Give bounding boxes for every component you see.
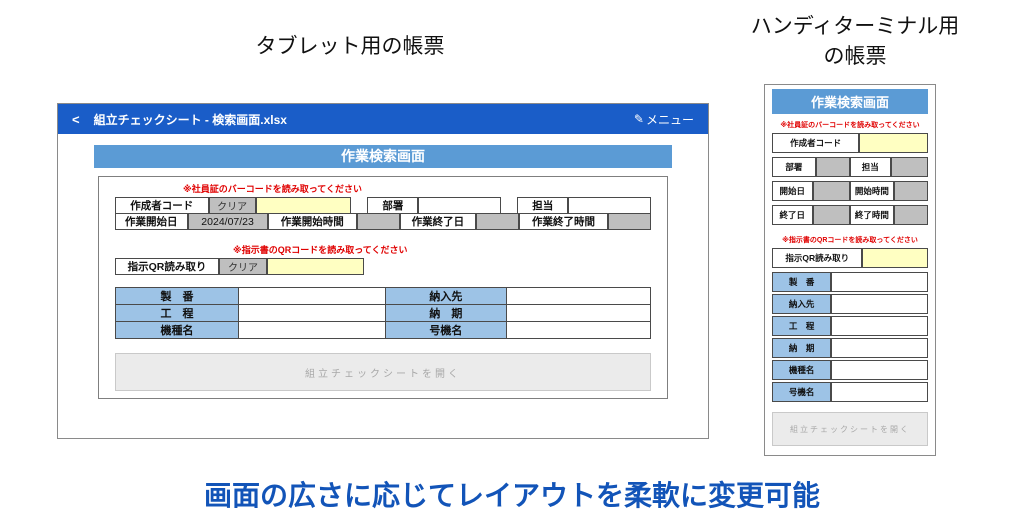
qr-input[interactable]: [862, 248, 928, 268]
model-name-label: 機種名: [114, 321, 240, 339]
creator-clear-button[interactable]: クリア: [208, 197, 256, 214]
tablet-form-window: < 組立チェックシート - 検索画面.xlsx ✎ メニュー 作業検索画面 ※社…: [57, 103, 709, 439]
start-date-field[interactable]: 2024/07/23: [187, 213, 268, 230]
end-time-field[interactable]: [608, 213, 651, 230]
end-date-label: 終了日: [772, 205, 813, 225]
start-time-field[interactable]: [356, 213, 400, 230]
handy-screen-title: 作業検索画面: [772, 89, 928, 114]
open-checksheet-button[interactable]: 組立チェックシートを開く: [115, 353, 651, 391]
department-value: [418, 197, 502, 214]
serial-no-label: 製 番: [772, 272, 832, 292]
edit-icon: ✎: [633, 112, 644, 126]
unit-no-value: [831, 382, 928, 402]
barcode-note: ※社員証のバーコードを読み取ってください: [183, 184, 363, 194]
handy-form-window: 作業検索画面 ※社員証のバーコードを読み取ってください 作成者コード 部署 担当…: [764, 84, 936, 456]
delivery-dest-value: [831, 294, 928, 314]
start-time-field[interactable]: [893, 181, 928, 201]
dates-row: 作業開始日 2024/07/23 作業開始時間 作業終了日 作業終了時間: [115, 213, 651, 230]
process-value: [238, 304, 387, 322]
start-time-label: 開始時間: [849, 181, 894, 201]
end-date-field[interactable]: [476, 213, 519, 230]
unit-no-label: 号機名: [772, 382, 832, 402]
start-date-label: 開始日: [772, 181, 813, 201]
back-chevron-icon[interactable]: <: [72, 111, 80, 127]
qr-read-label: 指示QR読み取り: [772, 248, 863, 268]
due-date-value: [831, 338, 928, 358]
person-label: 担当: [849, 157, 891, 177]
process-value: [831, 316, 928, 336]
creator-row: 作成者コード クリア 部署 担当: [115, 197, 652, 214]
due-date-value: [505, 304, 652, 322]
delivery-dest-value: [505, 287, 652, 305]
creator-code-label: 作成者コード: [115, 197, 209, 214]
delivery-dest-label: 納入先: [385, 287, 507, 305]
delivery-dest-label: 納入先: [772, 294, 832, 314]
detail-table: 製 番 納入先 工 程 納 期 機種名 号機名: [114, 287, 652, 339]
tablet-caption: タブレット用の帳票: [255, 35, 445, 58]
model-name-label: 機種名: [772, 360, 832, 380]
table-row: 製 番 納入先: [114, 287, 652, 305]
handy-qr-note: ※指示書のQRコードを読み取ってください: [782, 237, 918, 244]
start-date-label: 作業開始日: [115, 213, 188, 230]
end-date-field[interactable]: [812, 205, 850, 225]
window-title: 組立チェックシート - 検索画面.xlsx: [93, 112, 287, 127]
menu-button[interactable]: ✎ メニュー: [634, 111, 694, 128]
department-field[interactable]: [815, 157, 850, 177]
end-date-label: 作業終了日: [399, 213, 476, 230]
start-time-label: 作業開始時間: [267, 213, 357, 230]
qr-note: ※指示書のQRコードを読み取ってください: [233, 245, 408, 255]
handy-detail-row: 納 期: [772, 338, 928, 358]
end-time-label: 作業終了時間: [518, 213, 609, 230]
handy-detail-row: 製 番: [772, 272, 928, 292]
table-row: 工 程 納 期: [114, 304, 652, 322]
person-label: 担当: [517, 197, 569, 214]
handy-detail-row: 機種名: [772, 360, 928, 380]
handy-caption: ハンディターミナル用 の帳票: [715, 12, 995, 72]
search-form: ※社員証のバーコードを読み取ってください 作成者コード クリア 部署 担当 作業…: [98, 176, 668, 399]
person-field[interactable]: [890, 157, 928, 177]
qr-input[interactable]: [267, 258, 364, 275]
process-label: 工 程: [114, 304, 240, 322]
start-date-field[interactable]: [812, 181, 850, 201]
handy-end-row: 終了日 終了時間: [772, 205, 928, 225]
due-date-label: 納 期: [385, 304, 507, 322]
department-label: 部署: [772, 157, 816, 177]
end-time-field[interactable]: [893, 205, 928, 225]
creator-code-input[interactable]: [859, 133, 928, 153]
unit-no-label: 号機名: [385, 321, 507, 339]
creator-code-input[interactable]: [255, 197, 352, 214]
qr-read-label: 指示QR読み取り: [115, 258, 219, 275]
qr-row: 指示QR読み取り クリア: [115, 258, 651, 275]
unit-no-value: [505, 321, 652, 339]
titlebar: < 組立チェックシート - 検索画面.xlsx ✎ メニュー: [58, 104, 708, 134]
bottom-caption: 画面の広さに応じてレイアウトを柔軟に変更可能: [203, 480, 820, 511]
menu-label: メニュー: [645, 112, 694, 127]
handy-start-row: 開始日 開始時間: [772, 181, 928, 201]
handy-caption-line2: の帳票: [823, 45, 887, 68]
handy-caption-line1: ハンディターミナル用: [750, 15, 960, 38]
creator-code-label: 作成者コード: [772, 133, 860, 153]
person-value: [568, 197, 652, 214]
process-label: 工 程: [772, 316, 832, 336]
handy-detail-row: 号機名: [772, 382, 928, 402]
screen-title: 作業検索画面: [94, 145, 672, 168]
handy-dept-row: 部署 担当: [772, 157, 928, 177]
model-name-value: [238, 321, 387, 339]
model-name-value: [831, 360, 928, 380]
qr-clear-button[interactable]: クリア: [219, 258, 267, 275]
handy-barcode-note: ※社員証のバーコードを読み取ってください: [780, 122, 920, 129]
handy-detail-row: 工 程: [772, 316, 928, 336]
serial-no-label: 製 番: [114, 287, 240, 305]
open-checksheet-button[interactable]: 組立チェックシートを開く: [772, 412, 928, 446]
department-label: 部署: [367, 197, 419, 214]
end-time-label: 終了時間: [849, 205, 894, 225]
handy-detail-row: 納入先: [772, 294, 928, 314]
table-row: 機種名 号機名: [114, 321, 652, 339]
handy-creator-row: 作成者コード: [772, 133, 928, 153]
handy-qr-row: 指示QR読み取り: [772, 248, 928, 268]
serial-no-value: [238, 287, 387, 305]
serial-no-value: [831, 272, 928, 292]
due-date-label: 納 期: [772, 338, 832, 358]
